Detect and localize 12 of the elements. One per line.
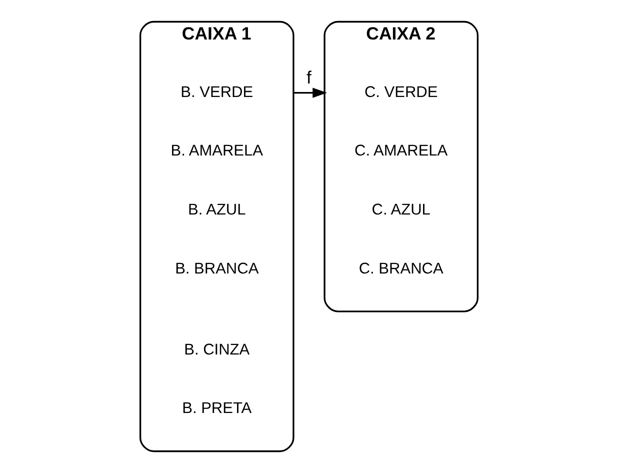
node-text: B. AZUL	[188, 202, 246, 219]
edge-label: f	[306, 68, 311, 88]
node-text: C. BRANCA	[358, 260, 443, 278]
node-text: B. AMARELA	[170, 142, 263, 160]
node-text: B. VERDE	[180, 84, 253, 101]
node-text: B. BRANCA	[174, 260, 258, 278]
node-text: C. VERDE	[364, 84, 438, 101]
node-text: B. PRETA	[182, 400, 252, 418]
node-text: C. AMARELA	[354, 142, 448, 160]
arrow	[292, 88, 327, 98]
node-text: C. AZUL	[371, 202, 430, 219]
node-text: B. CINZA	[184, 341, 250, 358]
